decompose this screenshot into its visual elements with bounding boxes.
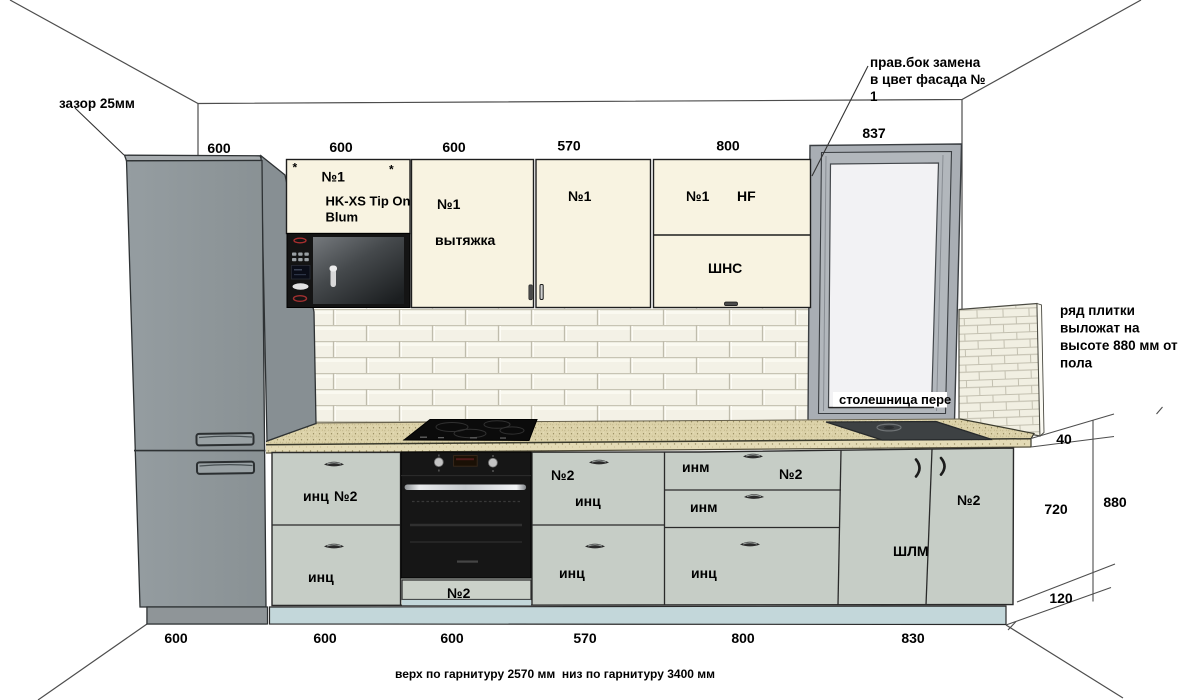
svg-text:инц: инц bbox=[303, 488, 329, 504]
svg-text:600: 600 bbox=[164, 630, 188, 646]
svg-text:№2: №2 bbox=[447, 585, 471, 601]
svg-text:570: 570 bbox=[573, 630, 597, 646]
svg-text:HK-XS Tip On: HK-XS Tip On bbox=[326, 194, 411, 209]
svg-text:№2: №2 bbox=[551, 467, 575, 483]
svg-text:инц: инц bbox=[559, 565, 585, 581]
svg-text:40: 40 bbox=[1056, 431, 1072, 447]
svg-text:830: 830 bbox=[901, 630, 925, 646]
svg-text:вытяжка: вытяжка bbox=[435, 232, 496, 248]
svg-text:ШНС: ШНС bbox=[708, 260, 742, 276]
svg-text:HF: HF bbox=[737, 188, 756, 204]
svg-text:№2: №2 bbox=[779, 466, 803, 482]
svg-text:800: 800 bbox=[731, 630, 755, 646]
svg-text:инц: инц bbox=[308, 569, 334, 585]
svg-text:ШЛМ: ШЛМ bbox=[893, 543, 929, 559]
svg-text:в цвет фасада №: в цвет фасада № bbox=[870, 72, 986, 87]
svg-text:*: * bbox=[389, 163, 394, 177]
svg-text:прав.бок замена: прав.бок замена bbox=[870, 55, 981, 70]
svg-text:880: 880 bbox=[1103, 494, 1127, 510]
svg-text:выложат на: выложат на bbox=[1060, 321, 1140, 336]
svg-text:ряд плитки: ряд плитки bbox=[1060, 303, 1135, 318]
svg-text:инм: инм bbox=[682, 459, 709, 475]
svg-text:столешница пере: столешница пере bbox=[839, 392, 951, 407]
svg-text:600: 600 bbox=[313, 630, 337, 646]
svg-text:1: 1 bbox=[870, 89, 878, 104]
svg-text:600: 600 bbox=[329, 139, 353, 155]
svg-text:600: 600 bbox=[442, 139, 466, 155]
svg-text:570: 570 bbox=[557, 138, 581, 154]
svg-text:пола: пола bbox=[1060, 356, 1093, 371]
svg-text:600: 600 bbox=[207, 140, 231, 156]
svg-text:зазор 25мм: зазор 25мм bbox=[59, 96, 135, 111]
svg-text:№1: №1 bbox=[437, 196, 461, 212]
svg-text:*: * bbox=[293, 161, 298, 175]
svg-text:№2: №2 bbox=[334, 488, 358, 504]
svg-text:837: 837 bbox=[862, 125, 886, 141]
svg-text:инц: инц bbox=[691, 565, 717, 581]
svg-text:Blum: Blum bbox=[326, 210, 359, 225]
svg-text:верх по гарнитуру 2570 мм низ: верх по гарнитуру 2570 мм низ по гарниту… bbox=[395, 667, 715, 681]
svg-text:№2: №2 bbox=[957, 492, 981, 508]
svg-text:высоте 880 мм от: высоте 880 мм от bbox=[1060, 338, 1178, 353]
svg-text:720: 720 bbox=[1044, 501, 1068, 517]
svg-text:120: 120 bbox=[1049, 590, 1073, 606]
svg-text:№1: №1 bbox=[686, 188, 710, 204]
svg-text:№1: №1 bbox=[568, 188, 592, 204]
svg-text:800: 800 bbox=[716, 138, 740, 154]
svg-text:600: 600 bbox=[440, 630, 464, 646]
svg-text:инц: инц bbox=[575, 493, 601, 509]
svg-text:№1: №1 bbox=[322, 169, 346, 185]
svg-text:инм: инм bbox=[690, 499, 717, 515]
